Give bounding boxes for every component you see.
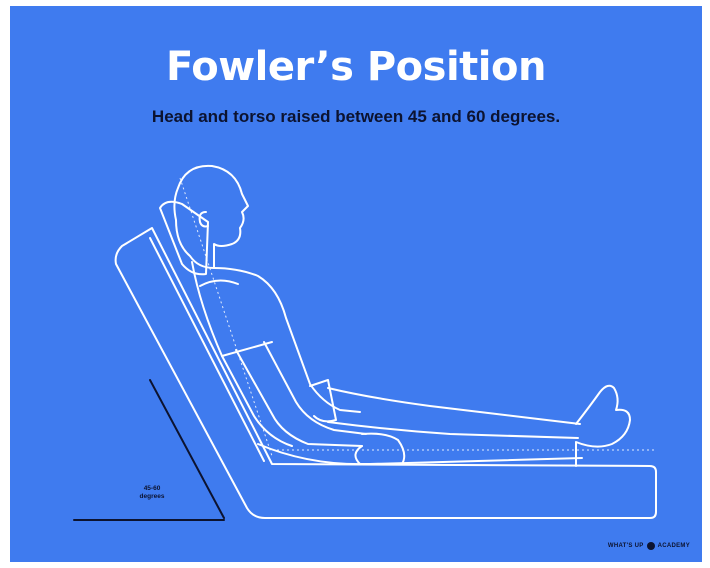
shorts-outline <box>310 380 336 421</box>
credit-prefix: WHAT'S UP <box>608 543 644 549</box>
infographic-panel: Fowler’s Position Head and torso raised … <box>10 6 702 562</box>
credit-brand: ACADEMY <box>658 543 690 549</box>
body-contact-line <box>258 444 582 464</box>
hand-outline <box>355 434 404 464</box>
angle-label-unit: degrees <box>129 493 175 501</box>
arm-inner-outline <box>264 342 366 434</box>
brand-credit: WHAT'S UP ACADEMY <box>608 542 690 550</box>
angle-label: 45-60 degrees <box>129 485 175 501</box>
bed-outline <box>116 228 656 518</box>
leg-top-outline <box>328 388 580 424</box>
brand-logo-icon <box>647 542 655 550</box>
foot-outline <box>576 386 630 466</box>
angle-label-value: 45-60 <box>129 485 175 493</box>
fowlers-position-illustration <box>10 6 702 562</box>
head-outline <box>174 166 248 268</box>
shoulder-line <box>200 280 238 286</box>
torso-angle-guide <box>180 178 272 456</box>
leg-bottom-outline <box>328 422 578 438</box>
